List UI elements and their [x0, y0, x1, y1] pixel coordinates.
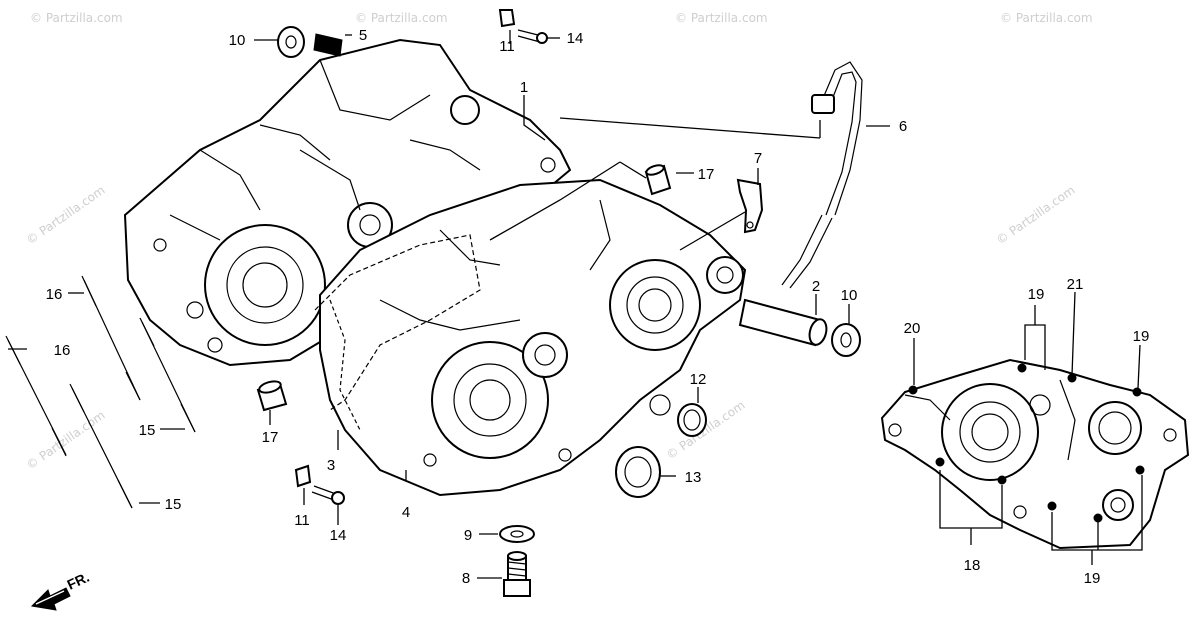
callout-17: 17 — [262, 429, 279, 446]
callout-1: 1 — [520, 79, 528, 96]
callout-7: 7 — [754, 150, 762, 167]
drain-washer — [499, 525, 535, 543]
left-crankcase-half — [123, 38, 572, 367]
callout-19: 19 — [1133, 328, 1150, 345]
watermark: © Partzilla.com — [675, 11, 768, 25]
callout-14: 14 — [567, 30, 584, 47]
oil-seal-small — [677, 403, 707, 437]
leader-lines — [8, 30, 1143, 579]
callout-5: 5 — [359, 27, 367, 44]
callout-3: 3 — [327, 457, 335, 474]
callout-15: 15 — [165, 496, 182, 513]
watermark: © Partzilla.com — [1000, 11, 1093, 25]
stud-bolts — [5, 275, 196, 509]
watermark: © Partzilla.com — [664, 398, 748, 463]
callout-9: 9 — [464, 527, 472, 544]
callout-16: 16 — [46, 286, 63, 303]
inset-case-view — [880, 358, 1190, 550]
callout-11: 11 — [294, 512, 310, 529]
crankcase-gasket — [314, 234, 481, 411]
callout-19: 19 — [1084, 570, 1101, 587]
breather-tube — [781, 61, 863, 289]
front-direction-arrow: FR. — [30, 569, 92, 611]
tube-bracket — [736, 178, 764, 234]
callout-4: 4 — [402, 504, 410, 521]
callout-labels: 1 2 3 4 5 6 7 8 9 10 10 11 11 12 13 14 1… — [46, 27, 1150, 587]
bracket-hole — [746, 221, 754, 229]
callout-8: 8 — [462, 570, 470, 587]
dowel-pin — [738, 298, 828, 347]
front-marker-label: FR. — [65, 569, 92, 593]
watermark: © Partzilla.com — [24, 408, 108, 473]
inset-bolt-holes — [908, 363, 1145, 523]
right-crankcase-half — [319, 178, 747, 497]
callout-15: 15 — [139, 422, 156, 439]
watermark: © Partzilla.com — [30, 11, 123, 25]
callout-19: 19 — [1028, 286, 1045, 303]
callout-2: 2 — [812, 278, 820, 295]
callout-18: 18 — [964, 557, 981, 574]
oil-seal-large — [615, 446, 661, 498]
bolt-bottom — [294, 464, 345, 505]
watermark: © Partzilla.com — [994, 183, 1078, 248]
dowel-upper — [644, 164, 672, 196]
callout-17: 17 — [698, 166, 715, 183]
watermark: © Partzilla.com — [24, 183, 108, 248]
threaded-bushing — [313, 33, 343, 57]
callout-6: 6 — [899, 118, 907, 135]
callout-13: 13 — [685, 469, 702, 486]
callout-21: 21 — [1067, 276, 1084, 293]
washer-right — [831, 323, 861, 357]
washer-top — [277, 26, 305, 58]
callout-16: 16 — [54, 342, 71, 359]
watermark: © Partzilla.com — [355, 11, 448, 25]
callout-20: 20 — [904, 320, 921, 337]
dowel-lower — [256, 380, 288, 412]
callout-10: 10 — [841, 287, 858, 304]
callout-11: 11 — [499, 38, 515, 55]
callout-10: 10 — [229, 32, 246, 49]
drain-bolt — [503, 551, 531, 597]
callout-14: 14 — [330, 527, 347, 544]
callout-12: 12 — [690, 371, 707, 388]
